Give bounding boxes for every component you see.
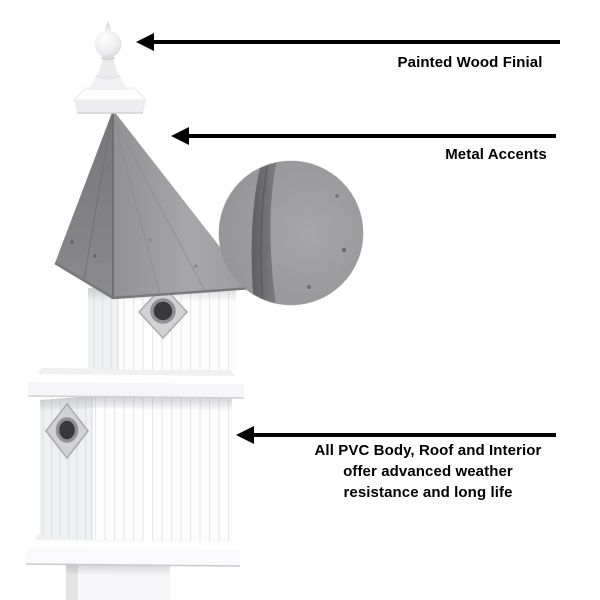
callout-line <box>254 433 556 437</box>
entry-hole-lower <box>45 402 89 460</box>
finial-label: Painted Wood Finial <box>397 54 543 71</box>
pvc-body-label: All PVC Body, Roof and Interior offer ad… <box>300 440 556 503</box>
arrow-left-icon <box>171 127 189 145</box>
metal-accents-label: Metal Accents <box>445 146 547 163</box>
arrow-left-icon <box>236 426 254 444</box>
pvc-body-label-line-2: offer advanced weather <box>343 463 513 480</box>
callout-finial-arrow <box>136 33 560 51</box>
metal-roof <box>54 110 253 300</box>
callout-line <box>189 134 556 138</box>
callout-metal-arrow <box>171 127 556 145</box>
pvc-body-label-line-1: All PVC Body, Roof and Interior <box>314 442 542 459</box>
entry-hole-upper <box>137 284 189 340</box>
mid-ledge <box>27 368 245 399</box>
roof-cap <box>73 87 147 114</box>
painted-wood-finial <box>89 21 127 90</box>
pvc-body-label-line-3: resistance and long life <box>343 484 513 501</box>
roof-detail-inset <box>218 160 364 306</box>
arrow-left-icon <box>136 33 154 51</box>
callout-pvc-arrow <box>236 426 556 444</box>
lower-body <box>40 396 232 542</box>
callout-line <box>154 40 560 44</box>
